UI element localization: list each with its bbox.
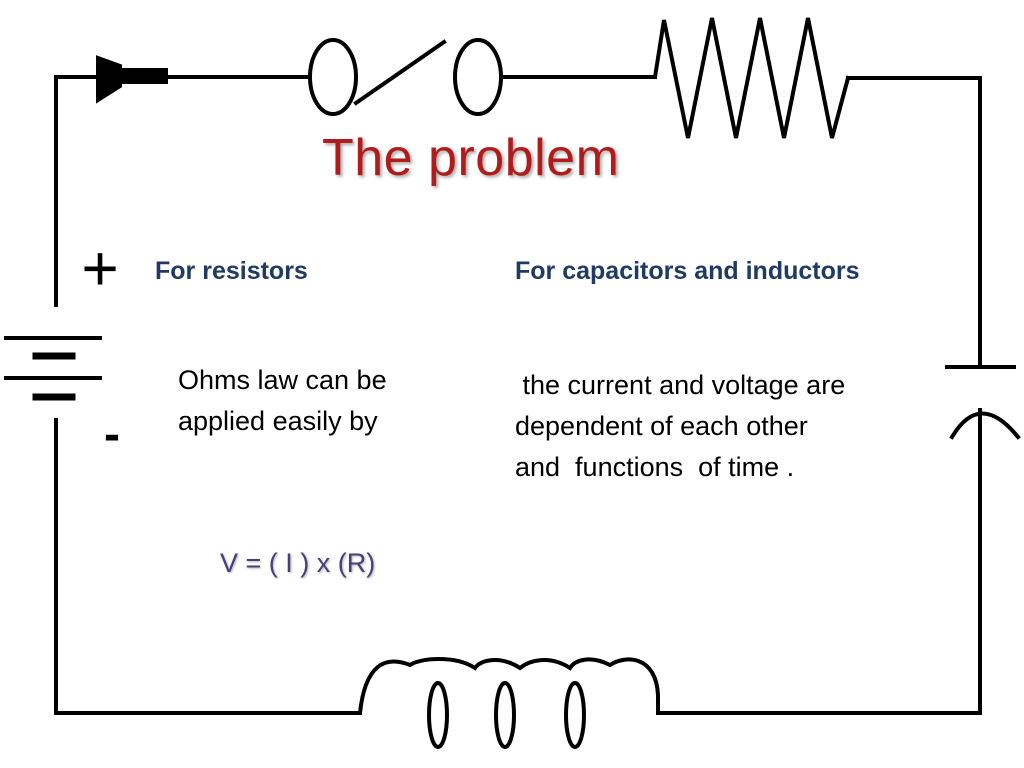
diode-bar	[120, 68, 168, 84]
resistors-body: Ohms law can be applied easily by	[178, 360, 387, 442]
capacitors-body-line: dependent of each other	[515, 411, 808, 441]
inductor-loop-1	[427, 681, 449, 749]
resistors-body-line: applied easily by	[178, 406, 378, 436]
wire-bottom-left	[54, 418, 362, 715]
ohms-law-formula: V = ( I ) x (R)	[220, 548, 376, 578]
capacitors-inductors-body: the current and voltage are dependent of…	[515, 365, 845, 488]
inductor-symbol	[357, 657, 660, 716]
resistor-symbol	[652, 17, 851, 139]
wire-right-top	[846, 76, 982, 369]
slide-title: The problem	[322, 129, 620, 187]
battery-plus-sign: +	[81, 232, 118, 304]
capacitor-curved-plate	[949, 411, 1021, 440]
capacitors-body-line: and functions of time .	[515, 452, 795, 482]
switch-lever	[353, 39, 447, 106]
resistors-body-line: Ohms law can be	[178, 365, 387, 395]
resistors-heading: For resistors	[155, 257, 308, 285]
inductor-loop-2	[494, 681, 516, 749]
switch-contact-left	[308, 38, 358, 116]
battery-minus-sign: -	[104, 408, 120, 461]
diode-symbol	[96, 55, 122, 104]
wire-right-bottom	[656, 408, 982, 715]
switch-contact-right	[453, 38, 503, 116]
capacitors-inductors-heading: For capacitors and inductors	[515, 257, 860, 285]
wire-left-top	[54, 75, 102, 307]
inductor-loop-3	[564, 681, 586, 749]
capacitors-body-line: the current and voltage are	[515, 370, 846, 400]
